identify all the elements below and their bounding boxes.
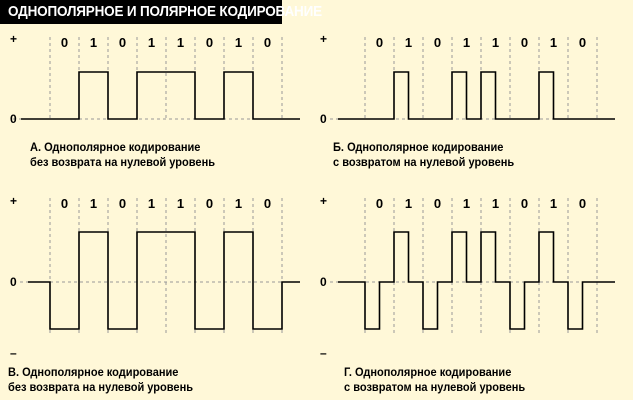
caption-b-line1: Б. Однополярное кодирование bbox=[333, 140, 504, 154]
caption-d-line1: Г. Однополярное кодирование bbox=[344, 365, 512, 379]
bit-label-b-7: 0 bbox=[579, 35, 586, 50]
caption-panel-a: А. Однополярное кодирование без возврата… bbox=[30, 140, 215, 170]
caption-panel-d: Г. Однополярное кодирование с возвратом … bbox=[344, 365, 525, 395]
bit-label-c-4: 1 bbox=[177, 196, 184, 211]
bit-label-a-4: 1 bbox=[177, 35, 184, 50]
bit-label-a-2: 0 bbox=[119, 35, 126, 50]
bit-label-d-3: 1 bbox=[463, 196, 470, 211]
plus-label-d: + bbox=[320, 194, 327, 208]
plus-label-b: + bbox=[320, 32, 327, 46]
bit-label-c-6: 1 bbox=[235, 196, 242, 211]
caption-c-line2: без возврата на нулевой уровень bbox=[8, 380, 194, 394]
bit-label-b-5: 0 bbox=[521, 35, 528, 50]
bit-label-d-4: 1 bbox=[492, 196, 499, 211]
zero-label-c: 0 bbox=[10, 275, 17, 289]
caption-c-line1: В. Однополярное кодирование bbox=[8, 365, 179, 379]
bit-label-b-6: 1 bbox=[550, 35, 557, 50]
bit-label-b-4: 1 bbox=[492, 35, 499, 50]
bit-label-a-6: 1 bbox=[235, 35, 242, 50]
bit-label-d-6: 1 bbox=[550, 196, 557, 211]
caption-a-line1: А. Однополярное кодирование bbox=[30, 140, 201, 154]
bit-label-d-7: 0 bbox=[579, 196, 586, 211]
caption-b-line2: с возвратом на нулевой уровень bbox=[333, 155, 515, 169]
bit-label-c-3: 1 bbox=[148, 196, 155, 211]
page-title: ОДНОПОЛЯРНОЕ И ПОЛЯРНОЕ КОДИРОВАНИЕ bbox=[8, 3, 322, 20]
bit-label-a-1: 1 bbox=[90, 35, 97, 50]
bit-label-d-2: 0 bbox=[434, 196, 441, 211]
caption-panel-c: В. Однополярное кодирование без возврата… bbox=[8, 365, 193, 395]
plus-label-c: + bbox=[10, 194, 17, 208]
bit-label-c-2: 0 bbox=[119, 196, 126, 211]
bit-label-c-7: 0 bbox=[264, 196, 271, 211]
minus-label-d: – bbox=[320, 346, 327, 360]
bit-label-c-0: 0 bbox=[61, 196, 68, 211]
title-bar: ОДНОПОЛЯРНОЕ И ПОЛЯРНОЕ КОДИРОВАНИЕ bbox=[0, 0, 322, 24]
bit-label-a-5: 0 bbox=[206, 35, 213, 50]
bit-label-b-2: 0 bbox=[434, 35, 441, 50]
bit-label-c-1: 1 bbox=[90, 196, 97, 211]
bit-label-b-3: 1 bbox=[463, 35, 470, 50]
bit-label-d-5: 0 bbox=[521, 196, 528, 211]
caption-a-line2: без возврата на нулевой уровень bbox=[30, 155, 216, 169]
bit-label-c-5: 0 bbox=[206, 196, 213, 211]
waveform-b bbox=[338, 71, 615, 120]
bit-label-a-3: 1 bbox=[148, 35, 155, 50]
bit-label-b-0: 0 bbox=[376, 35, 383, 50]
waveform-a bbox=[21, 71, 300, 120]
bit-label-b-1: 1 bbox=[405, 35, 412, 50]
waveform-c bbox=[28, 231, 300, 330]
waveform-d bbox=[338, 231, 615, 330]
caption-panel-b: Б. Однополярное кодирование с возвратом … bbox=[333, 140, 514, 170]
zero-label-d: 0 bbox=[320, 275, 327, 289]
zero-label-b: 0 bbox=[320, 112, 327, 126]
bit-label-d-1: 1 bbox=[405, 196, 412, 211]
bit-label-d-0: 0 bbox=[376, 196, 383, 211]
minus-label-c: – bbox=[10, 346, 17, 360]
bit-label-a-0: 0 bbox=[61, 35, 68, 50]
plus-label-a: + bbox=[10, 32, 17, 46]
bit-label-a-7: 0 bbox=[264, 35, 271, 50]
caption-d-line2: с возвратом на нулевой уровень bbox=[344, 380, 526, 394]
zero-label-a: 0 bbox=[10, 112, 17, 126]
